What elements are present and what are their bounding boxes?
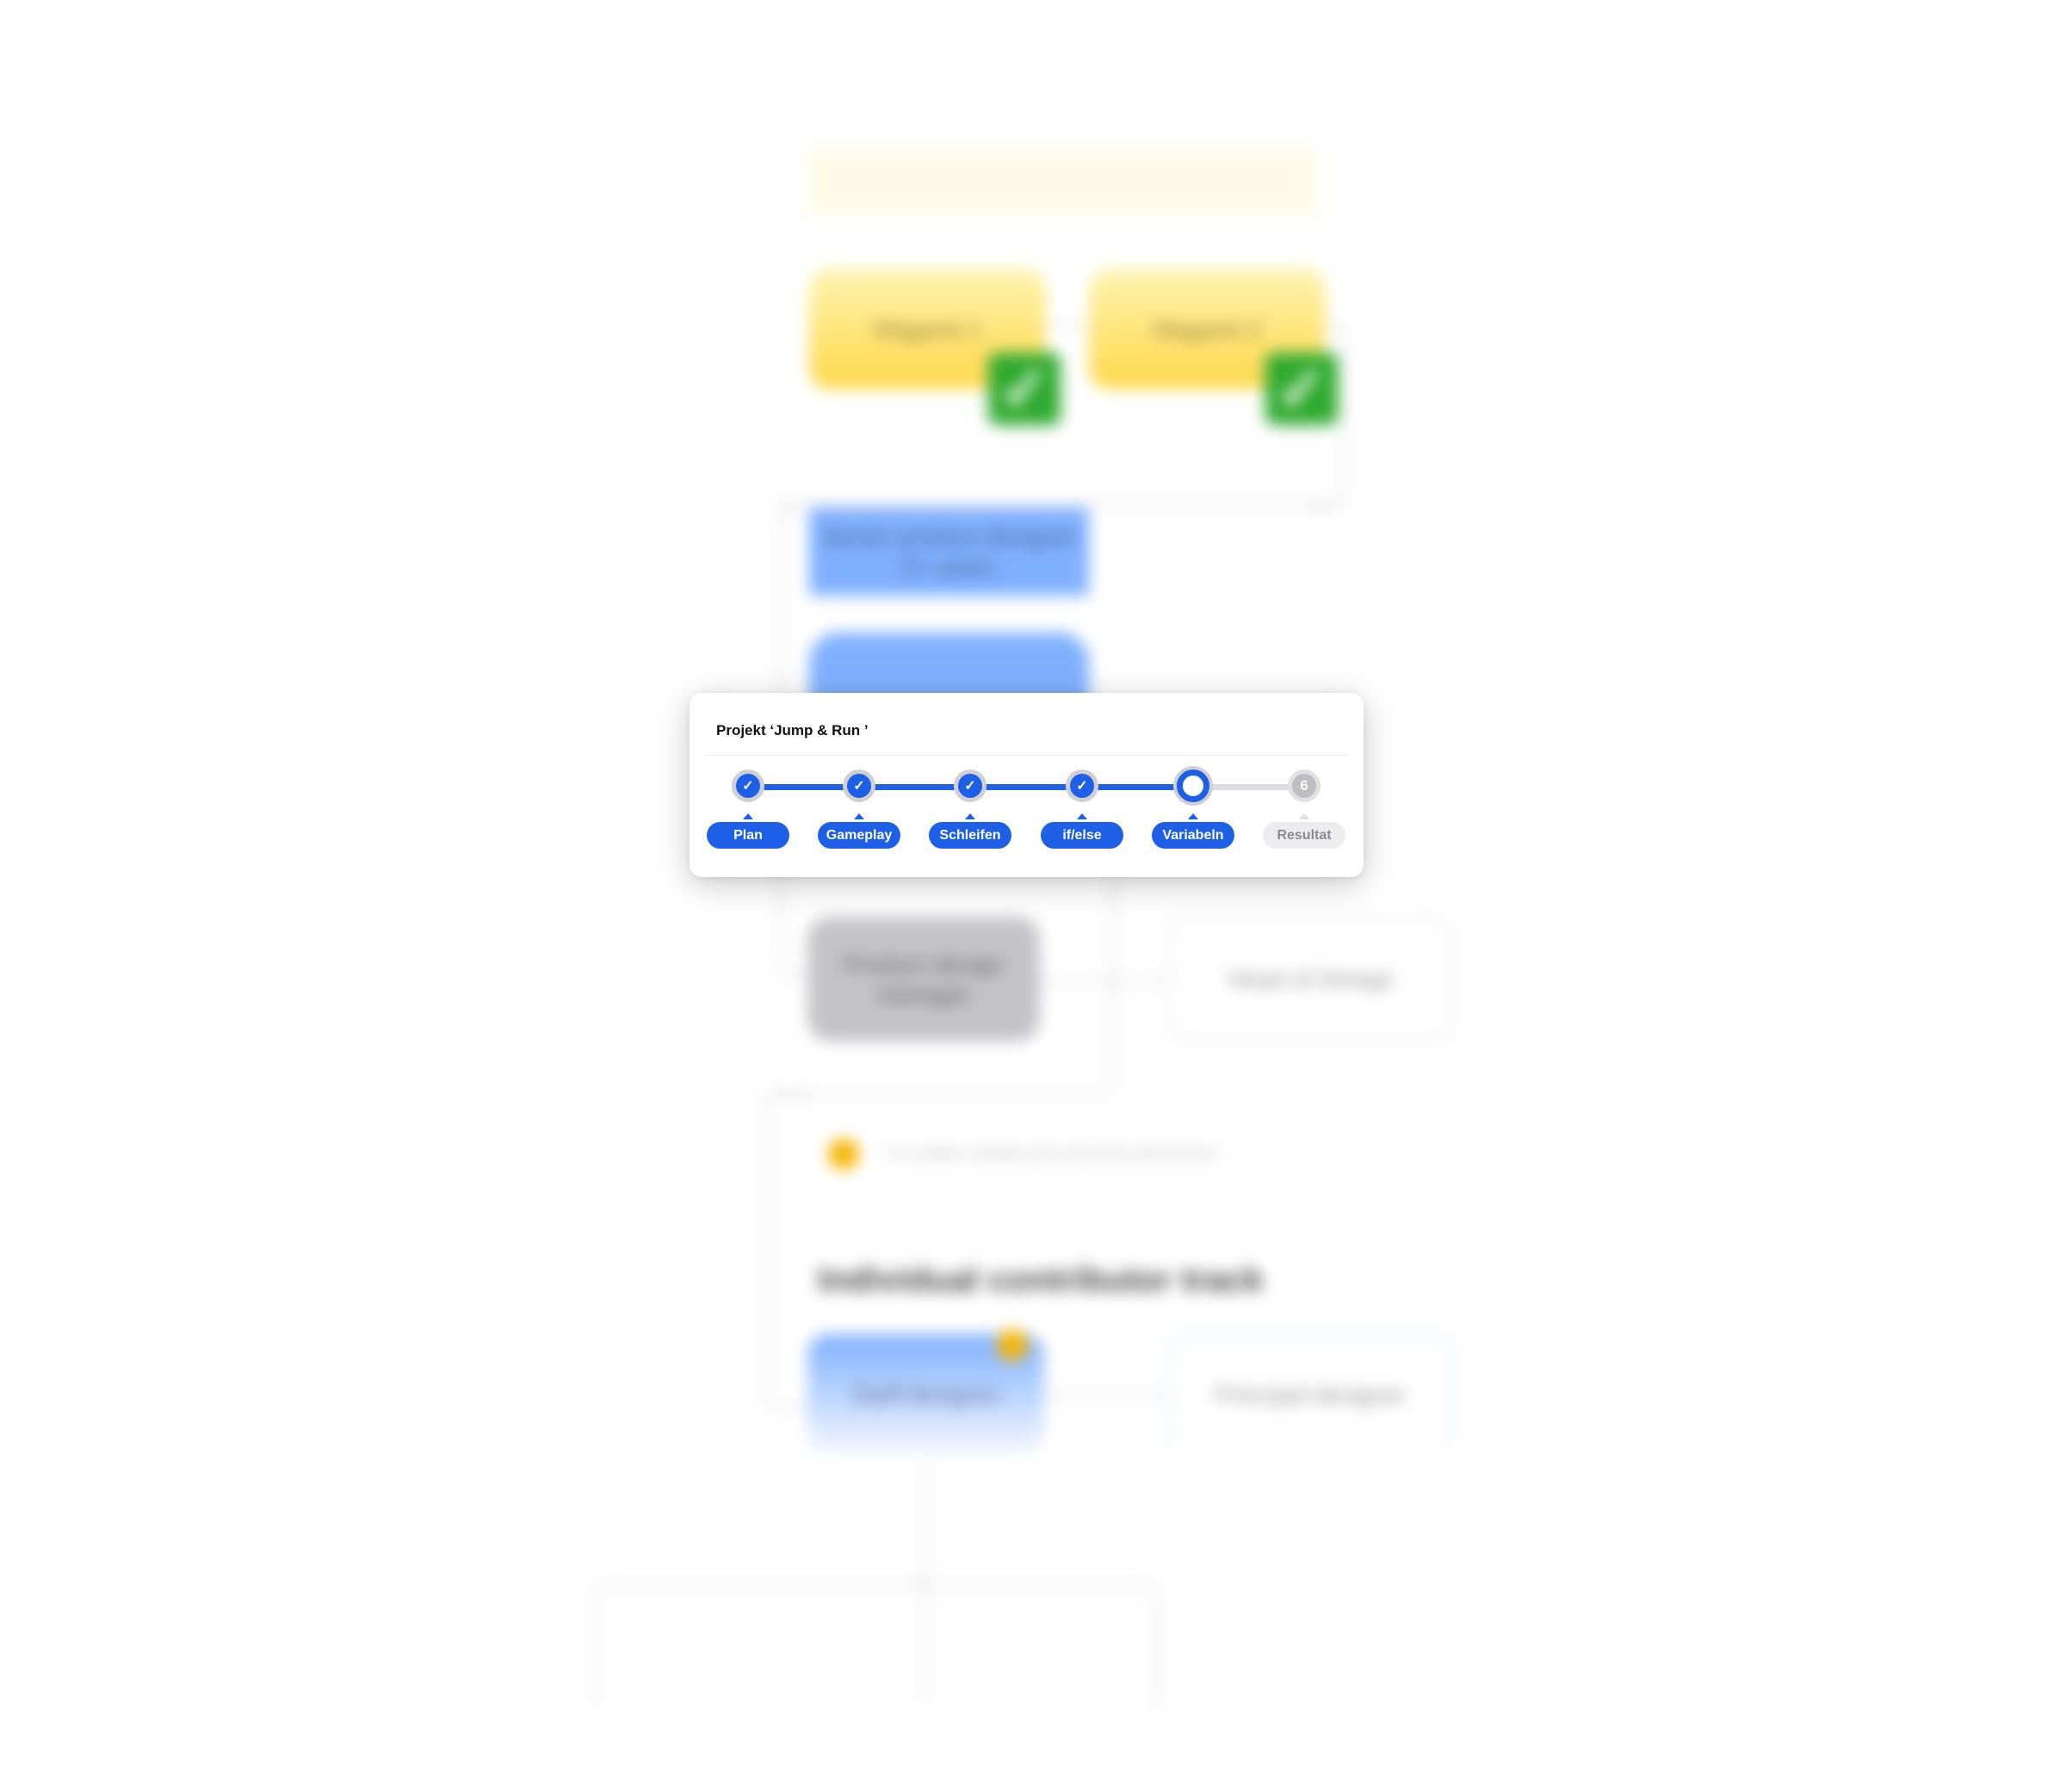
project-progress-card: Projekt ‘Jump & Run ’ ✓ Plan ✓ Gameplay … <box>690 693 1364 877</box>
step-pointer <box>1299 813 1309 819</box>
check-icon: ✓ <box>1265 353 1338 425</box>
lightbulb-icon <box>828 1139 859 1170</box>
connector <box>1046 324 1089 326</box>
divider <box>705 755 1348 756</box>
principal-designer-node: Principal designer <box>1166 1334 1455 1455</box>
step-variabeln-current-indicator[interactable] <box>1177 769 1209 802</box>
connector <box>924 1463 926 1584</box>
section-heading: Individual contributor track <box>818 1261 1264 1299</box>
step-ifelse-check-icon[interactable]: ✓ <box>1066 769 1098 802</box>
note-text: In a smaller company, this can be the sa… <box>887 1145 1217 1162</box>
connector <box>1033 980 1166 982</box>
card-title: Projekt ‘Jump & Run ’ <box>716 722 869 739</box>
check-icon: ✓ <box>988 353 1061 425</box>
connector <box>1308 323 1345 509</box>
top-banner <box>809 148 1317 215</box>
step-schleifen-button[interactable]: Schleifen <box>929 822 1011 849</box>
progress-track-remaining <box>1195 784 1306 790</box>
step-pointer <box>1077 813 1087 819</box>
connector <box>1042 1394 1166 1397</box>
step-pointer <box>965 813 975 819</box>
step-pointer <box>743 813 753 819</box>
connector <box>924 1584 926 1704</box>
step-pointer <box>1188 813 1198 819</box>
connector <box>766 878 1115 1096</box>
head-of-design-node: Head of Design <box>1166 917 1455 1041</box>
step-resultat-number[interactable]: 6 <box>1288 769 1321 802</box>
step-ifelse-button[interactable]: if/else <box>1041 822 1123 849</box>
step-gameplay-button[interactable]: Gameplay <box>818 822 900 849</box>
step-plan-button[interactable]: Plan <box>707 822 789 849</box>
step-schleifen-check-icon[interactable]: ✓ <box>954 769 987 802</box>
step-variabeln-button[interactable]: Variabeln <box>1152 822 1234 849</box>
connector <box>764 1091 810 1408</box>
step-resultat-button[interactable]: Resultat <box>1263 822 1345 849</box>
step-plan-check-icon[interactable]: ✓ <box>732 769 764 802</box>
step-gameplay-check-icon[interactable]: ✓ <box>843 769 875 802</box>
product-design-manager-node: Product design manager <box>807 917 1040 1041</box>
connector <box>594 1584 1159 1707</box>
step-pointer <box>854 813 864 819</box>
lightbulb-icon <box>997 1330 1028 1361</box>
senior-designer-node: Senior product designer 5+ years <box>809 508 1089 596</box>
connector <box>779 504 1343 506</box>
